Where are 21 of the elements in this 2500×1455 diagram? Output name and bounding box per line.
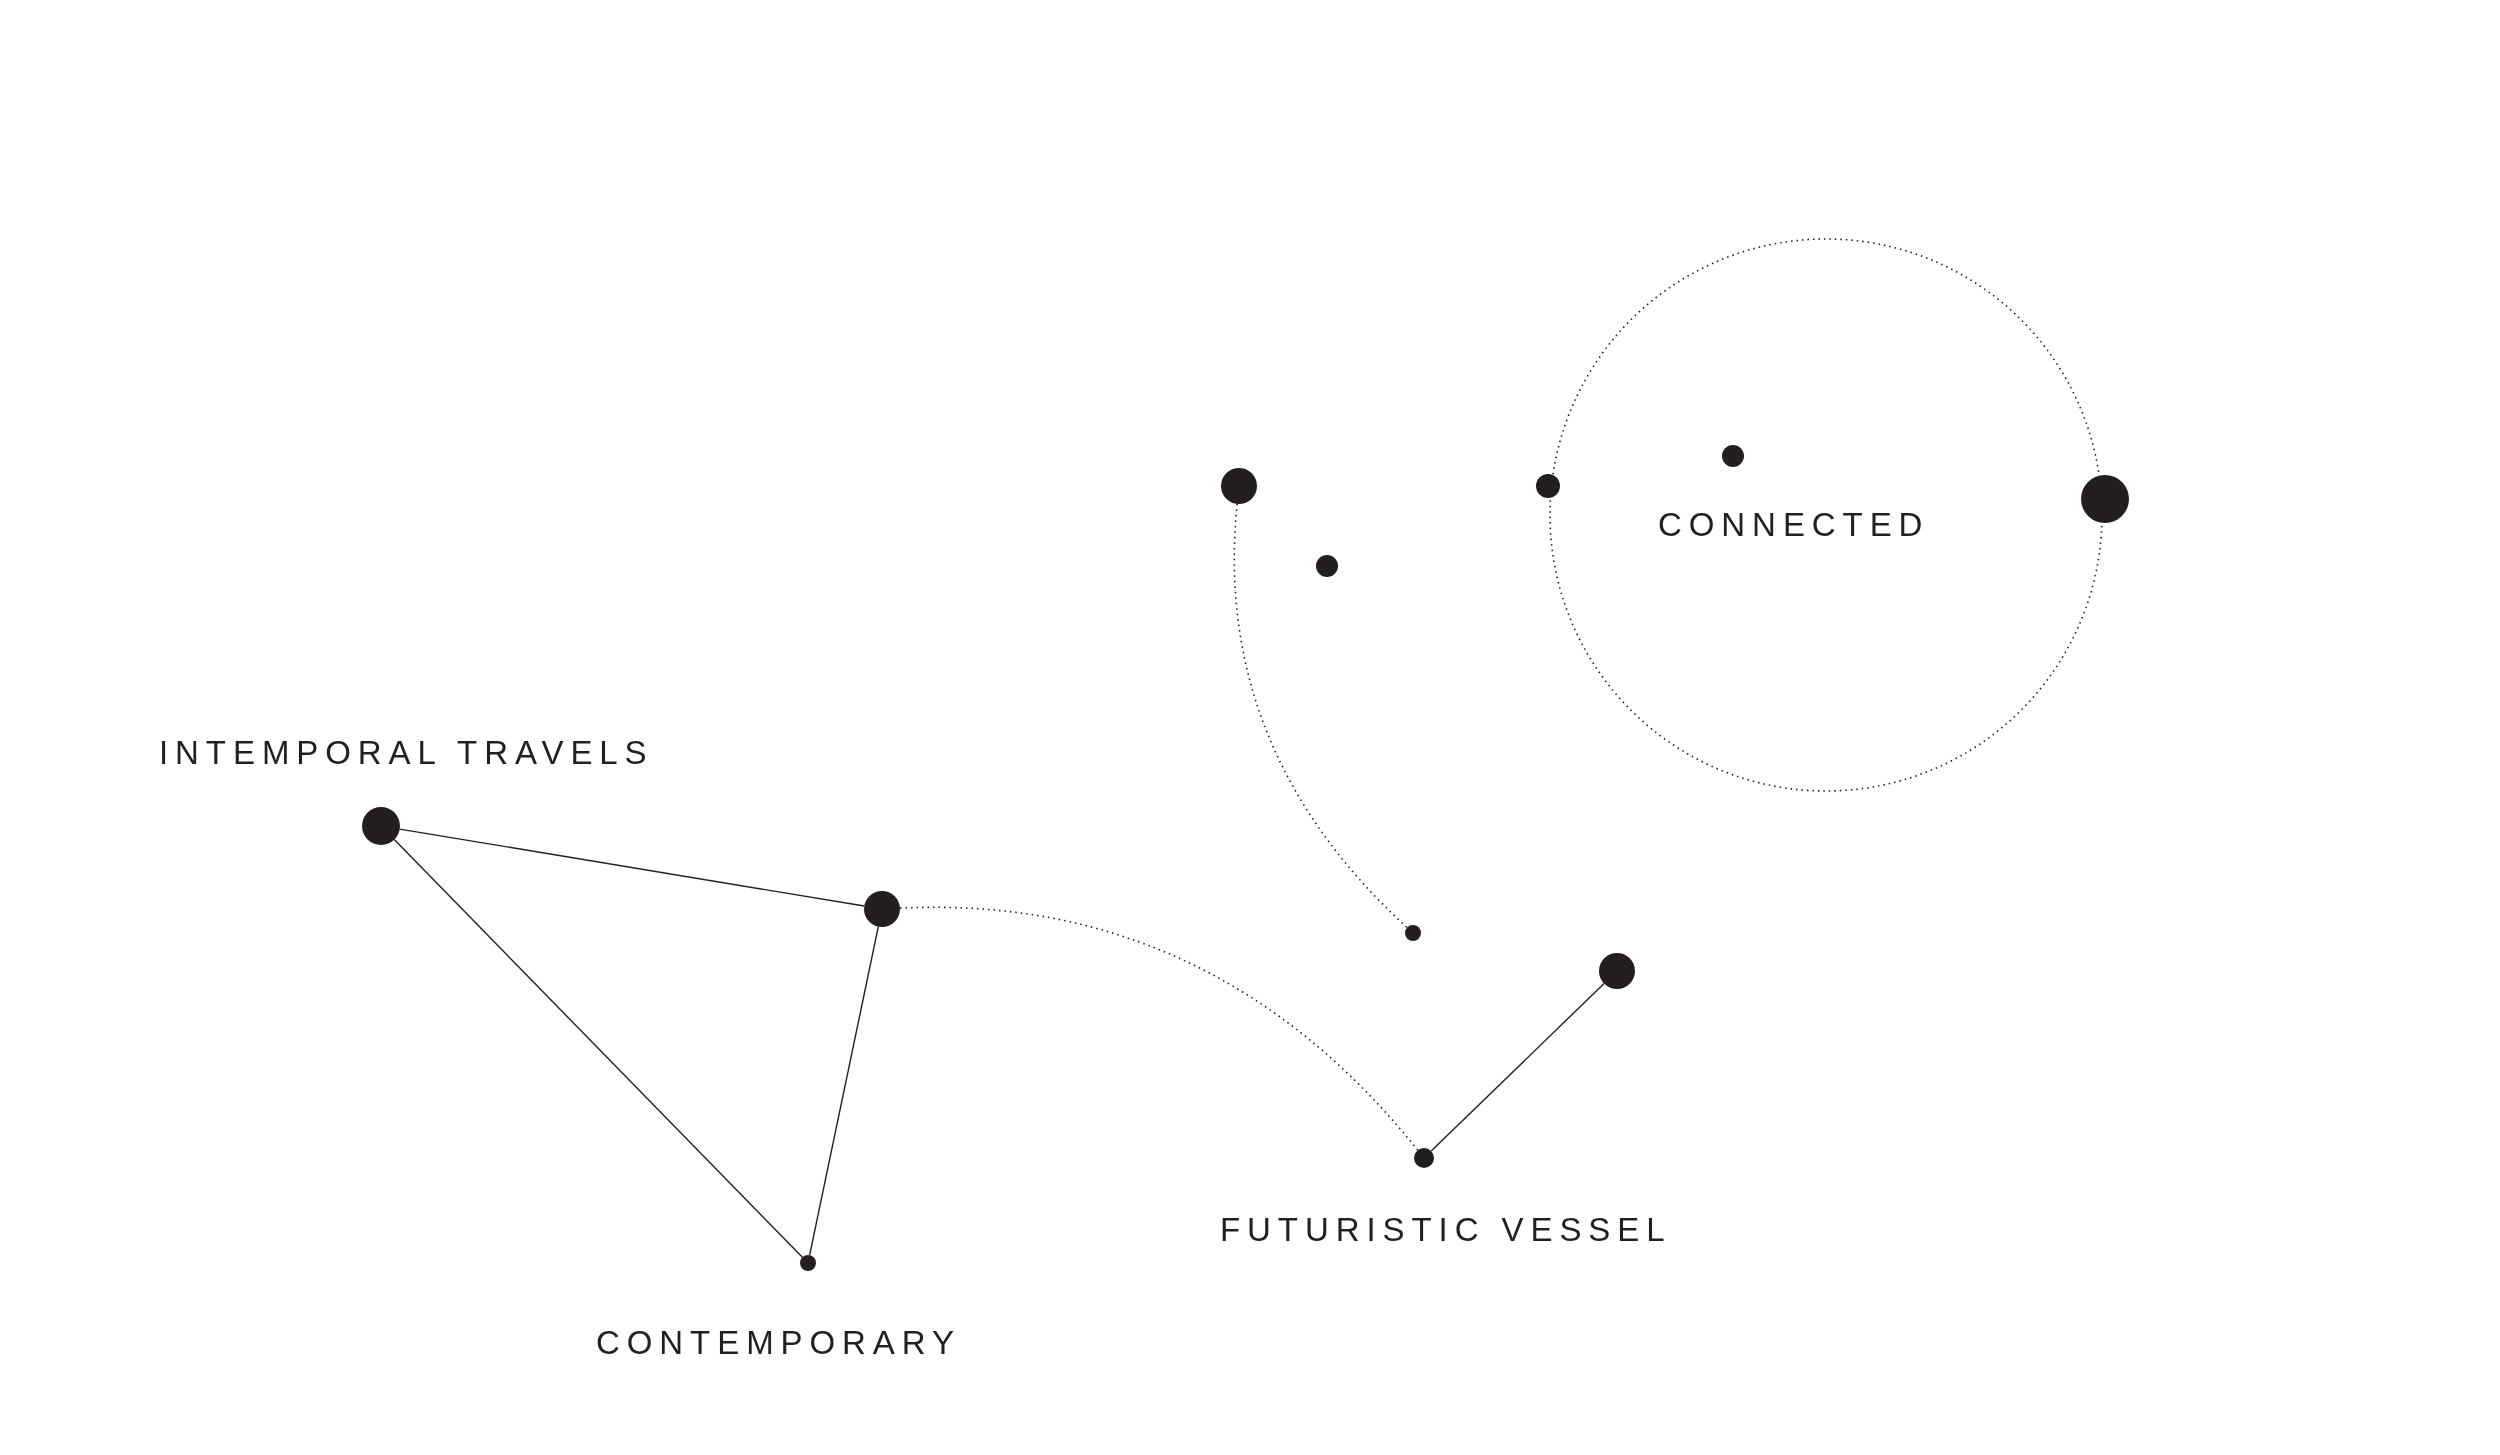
dot-marker xyxy=(1405,925,1421,941)
circle-label: CONNECTED xyxy=(1658,508,1930,541)
dot-marker xyxy=(800,1255,816,1271)
connector-line xyxy=(808,925,880,1256)
dot-marker xyxy=(1221,468,1257,504)
point-label: INTEMPORAL TRAVELS xyxy=(159,736,654,769)
dot-marker xyxy=(1722,445,1744,467)
dot-marker xyxy=(864,891,900,927)
dot-marker xyxy=(1599,953,1635,989)
dot-marker xyxy=(1536,474,1560,498)
dotted-curve xyxy=(1233,503,1408,929)
dotted-curve xyxy=(899,906,1419,1151)
point-label: CONTEMPORARY xyxy=(596,1326,961,1359)
connector-line xyxy=(393,838,804,1258)
dot-marker xyxy=(2081,475,2129,523)
point-label: FUTURISTIC VESSEL xyxy=(1220,1213,1672,1246)
dot-marker xyxy=(1414,1148,1434,1168)
dot-marker xyxy=(1316,555,1338,577)
connector-line xyxy=(1430,982,1605,1152)
connector-line xyxy=(399,828,865,907)
dot-marker xyxy=(362,807,400,845)
